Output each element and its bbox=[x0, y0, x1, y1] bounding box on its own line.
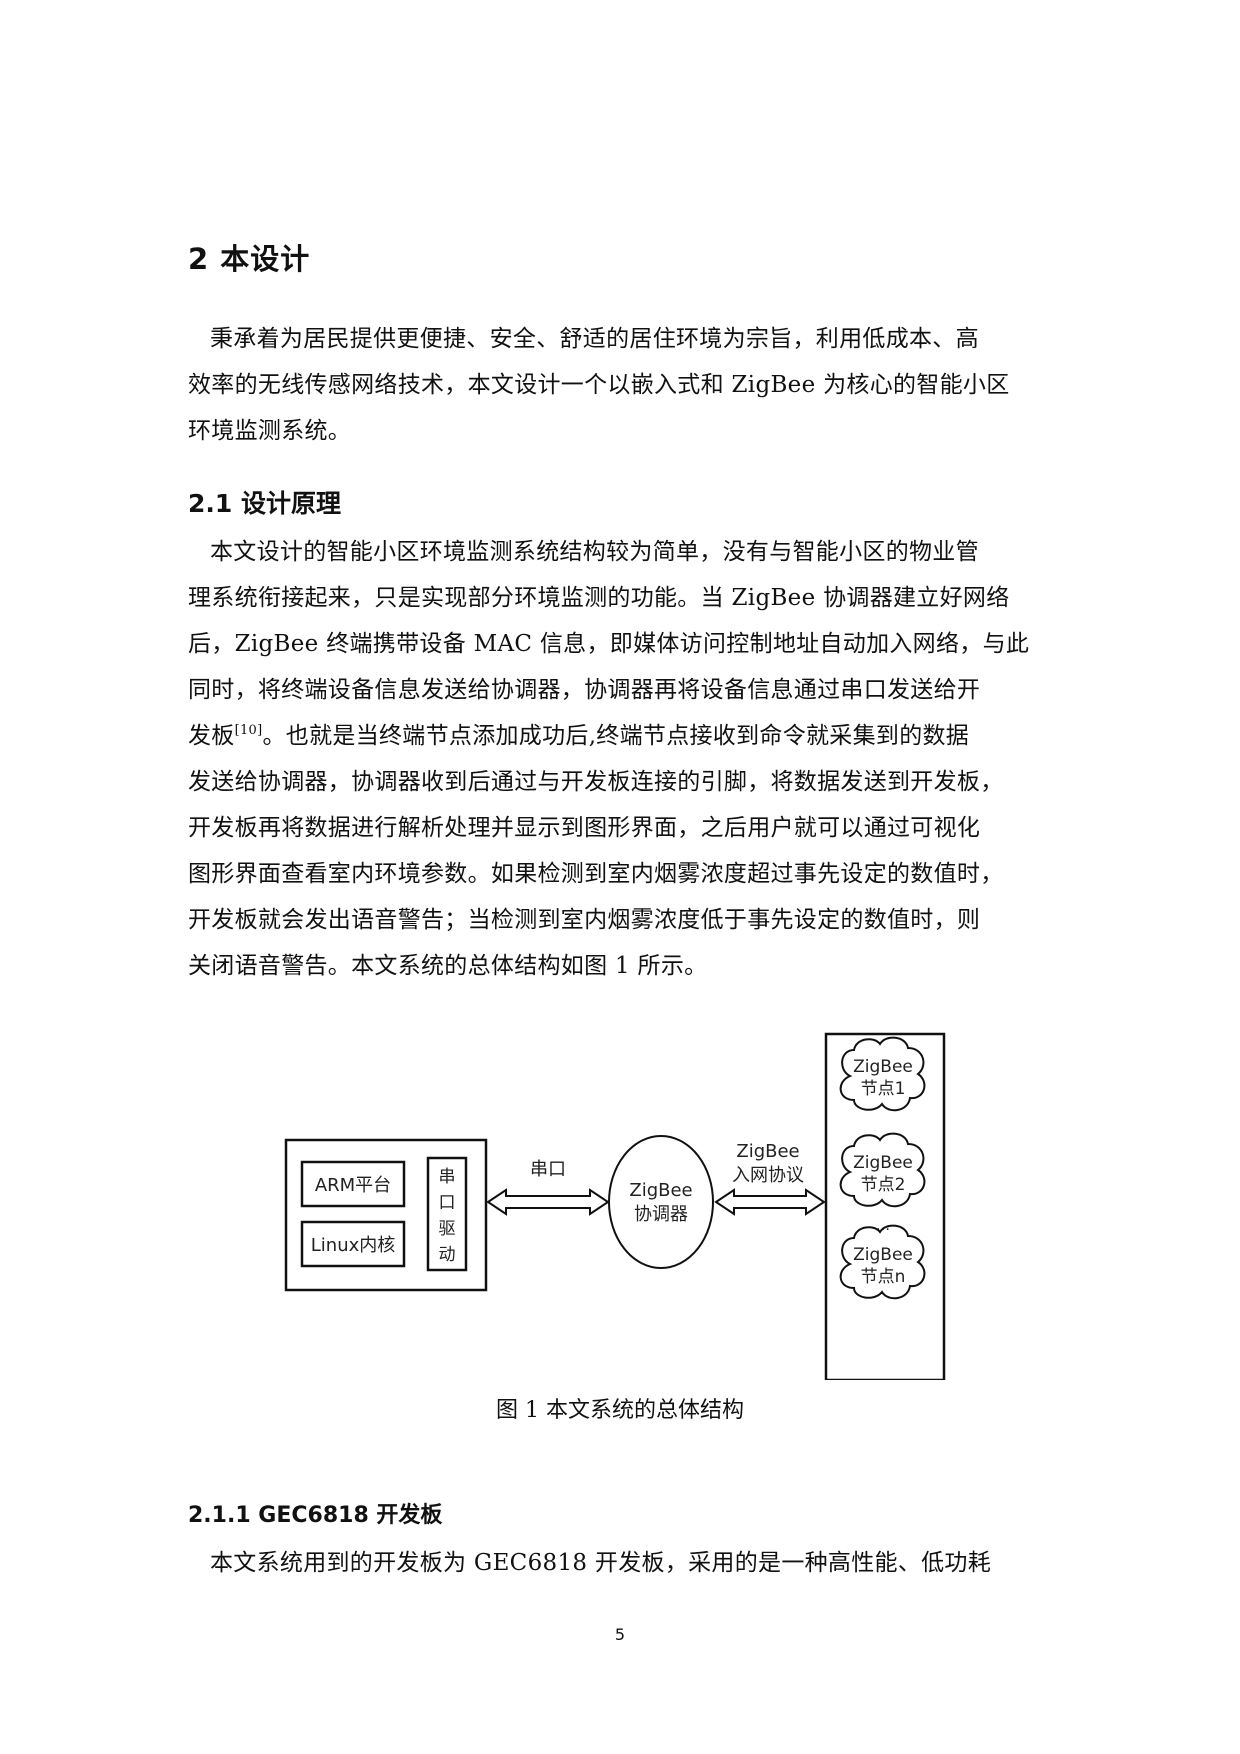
text-line: 本文系统用到的开发板为 GEC6818 开发板，采用的是一种高性能、低功耗 bbox=[210, 1550, 992, 1576]
text-line: 开发板就会发出语音警告；当检测到室内烟雾浓度低于事先设定的数值时，则 bbox=[188, 907, 981, 933]
subsection-title: 2.1 设计原理 bbox=[188, 489, 341, 518]
node-label: ZigBee bbox=[853, 1153, 913, 1173]
arm-platform-box bbox=[300, 1160, 406, 1208]
serial-driver-char: 驱 bbox=[439, 1219, 456, 1239]
text-line: 图形界面查看室内环境参数。如果检测到室内烟雾浓度超过事先设定的数值时， bbox=[188, 861, 1004, 887]
serial-driver-char: 动 bbox=[439, 1245, 456, 1265]
page-number: 5 bbox=[614, 1625, 626, 1644]
node-label: 节点1 bbox=[861, 1079, 906, 1099]
zigbee-node-n: ZigBee 节点n bbox=[839, 1224, 926, 1300]
text-line: 开发板再将数据进行解析处理并显示到图形界面，之后用户就可以通过可视化 bbox=[188, 815, 981, 841]
coordinator-label: ZigBee bbox=[629, 1180, 692, 1201]
section-title: 2 本设计 bbox=[188, 242, 311, 276]
text-segment: 发板 bbox=[188, 723, 235, 749]
text-line: 秉承着为居民提供更便捷、安全、舒适的居住环境为宗旨，利用低成本、高 bbox=[210, 326, 979, 352]
system-structure-diagram: ARM平台 Linux内核 串 口 驱 动 串口 ZigBee 协调器 ZigB… bbox=[284, 1032, 946, 1380]
linux-kernel-box bbox=[300, 1220, 406, 1268]
protocol-label: 入网协议 bbox=[732, 1165, 804, 1186]
serial-driver-box bbox=[426, 1156, 468, 1272]
text-line: 效率的无线传感网络技术，本文设计一个以嵌入式和 ZigBee 为核心的智能小区 bbox=[188, 372, 1010, 398]
coordinator-label: 协调器 bbox=[634, 1204, 688, 1225]
text-line: 关闭语音警告。本文系统的总体结构如图 1 所示。 bbox=[188, 953, 708, 979]
protocol-label: ZigBee bbox=[736, 1141, 799, 1162]
arm-board-box bbox=[284, 1138, 488, 1292]
node-cloud bbox=[839, 1132, 926, 1208]
double-arrow-serial bbox=[486, 1188, 610, 1216]
coordinator-ellipse bbox=[608, 1135, 714, 1269]
citation: [10] bbox=[234, 723, 263, 738]
arm-platform-label: ARM平台 bbox=[315, 1175, 391, 1196]
zigbee-node-1: ZigBee 节点1 bbox=[839, 1036, 926, 1112]
node-cloud bbox=[839, 1036, 926, 1112]
subsubsection-title: 2.1.1 GEC6818 开发板 bbox=[188, 1503, 443, 1528]
node-label: 节点2 bbox=[861, 1175, 906, 1195]
figure-caption: 图 1 本文系统的总体结构 bbox=[496, 1398, 744, 1423]
node-cloud bbox=[839, 1224, 926, 1300]
text-line: 发板[10]。也就是当终端节点添加成功后,终端节点接收到命令就采集到的数据 bbox=[188, 713, 1062, 759]
serial-label: 串口 bbox=[530, 1159, 566, 1180]
node-label: ZigBee bbox=[853, 1245, 913, 1265]
linux-kernel-label: Linux内核 bbox=[311, 1235, 396, 1256]
nodes-box bbox=[824, 1032, 946, 1380]
text-line: 本文设计的智能小区环境监测系统结构较为简单，没有与智能小区的物业管 bbox=[210, 539, 979, 565]
text-line: 理系统衔接起来，只是实现部分环境监测的功能。当 ZigBee 协调器建立好网络 bbox=[188, 585, 1010, 611]
node-label: 节点n bbox=[861, 1267, 906, 1287]
text-line: 同时，将终端设备信息发送给协调器，协调器再将设备信息通过串口发送给开 bbox=[188, 677, 981, 703]
serial-driver-char: 口 bbox=[439, 1193, 456, 1213]
text-line: 发送给协调器，协调器收到后通过与开发板连接的引脚，将数据发送到开发板， bbox=[188, 769, 1004, 795]
gec6818-paragraph: 本文系统用到的开发板为 GEC6818 开发板，采用的是一种高性能、低功耗 bbox=[188, 1540, 1062, 1586]
intro-paragraph: 秉承着为居民提供更便捷、安全、舒适的居住环境为宗旨，利用低成本、高 效率的无线传… bbox=[188, 316, 1062, 454]
node-label: ZigBee bbox=[853, 1057, 913, 1077]
text-segment: 。也就是当终端节点添加成功后,终端节点接收到命令就采集到的数据 bbox=[262, 723, 970, 749]
double-arrow-protocol bbox=[714, 1188, 826, 1216]
serial-driver-char: 串 bbox=[439, 1167, 456, 1187]
design-principle-paragraph: 本文设计的智能小区环境监测系统结构较为简单，没有与智能小区的物业管 理系统衔接起… bbox=[188, 529, 1062, 989]
zigbee-node-2: ZigBee 节点2 bbox=[839, 1132, 926, 1208]
text-line: 环境监测系统。 bbox=[188, 418, 352, 444]
text-line: 后，ZigBee 终端携带设备 MAC 信息，即媒体访问控制地址自动加入网络，与… bbox=[188, 631, 1030, 657]
